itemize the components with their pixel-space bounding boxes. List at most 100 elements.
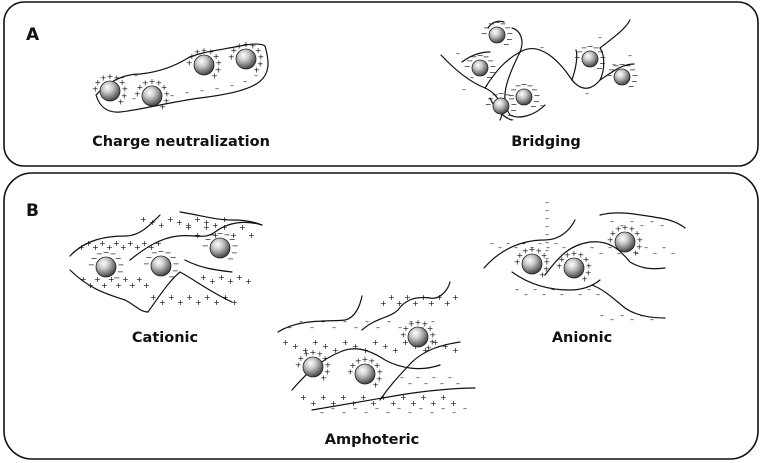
surface-charge: + [425, 344, 432, 353]
surface-charge: − [109, 250, 116, 259]
polymer-charge: + [159, 298, 166, 307]
polymer-charge: + [430, 399, 437, 408]
polymer-charge: + [236, 273, 243, 282]
surface-charge: − [504, 90, 511, 99]
polymer-charge: + [332, 346, 339, 355]
polymer-charge: – [545, 198, 549, 207]
polymer-charge: + [176, 218, 183, 227]
surface-charge: − [527, 81, 534, 90]
surface-charge: − [507, 111, 514, 120]
surface-charge: − [486, 73, 493, 82]
surface-charge: − [146, 253, 153, 262]
cationic-plus-charges: ++++++++++++++++++++++++++++++++++++++++… [78, 215, 255, 307]
surface-charge: − [606, 71, 613, 80]
surface-charge: + [615, 225, 622, 234]
bridging-minus-charges: –––––––––– [456, 33, 632, 124]
surface-charge: − [483, 52, 490, 61]
polymer-charge: – [545, 238, 549, 247]
surface-charge: − [227, 255, 234, 264]
surface-charge: − [91, 254, 98, 263]
polymer-charge: + [442, 342, 449, 351]
polymer-charge: – [660, 221, 664, 230]
cationic-polymer [69, 211, 263, 313]
surface-charge: + [100, 74, 107, 83]
particle-cationic-2: −−−−−−−−− [143, 247, 179, 282]
polymer-charge: – [610, 217, 614, 226]
surface-charge: − [576, 47, 583, 56]
polymer-charge: + [195, 298, 202, 307]
polymer-charge: + [194, 215, 201, 224]
surface-charge: + [121, 92, 128, 101]
surface-charge: + [320, 374, 327, 383]
polymer-charge: + [218, 273, 225, 282]
polymer-charge: + [432, 338, 439, 347]
polymer-charge: + [120, 243, 127, 252]
polymer-charge: – [441, 404, 445, 413]
polymer-charge: – [662, 243, 666, 252]
polymer-charge: – [364, 408, 368, 417]
anionic-minus-charges: ––––––––––––––––––––––––––––––––––––––––… [490, 198, 675, 324]
particle-bridging-3: −−−−−−−−− [485, 89, 517, 120]
surface-charge: + [134, 90, 141, 99]
polymer-charge: – [431, 317, 435, 326]
polymer-charge: + [200, 273, 207, 282]
surface-charge: − [466, 56, 473, 65]
polymer-charge: – [540, 101, 544, 110]
polymer-charge: – [644, 243, 648, 252]
surface-charge: − [205, 235, 212, 244]
surface-charge: + [253, 66, 260, 75]
polymer-charge: + [239, 223, 246, 232]
surface-charge: + [163, 97, 170, 106]
polymer-charge: – [671, 249, 675, 258]
surface-charge: − [599, 59, 606, 68]
surface-charge: + [577, 251, 584, 260]
polymer-charge: – [630, 217, 634, 226]
surface-charge: + [95, 78, 102, 87]
surface-charge: + [376, 368, 383, 377]
surface-charge: + [522, 247, 529, 256]
surface-charge: − [117, 268, 124, 277]
polymer-charge: + [310, 399, 317, 408]
polymer-charge: – [628, 51, 632, 60]
surface-charge: − [631, 71, 638, 80]
surface-charge: + [324, 368, 331, 377]
surface-charge: + [581, 275, 588, 284]
polymer-charge: + [85, 239, 92, 248]
surface-charge: − [164, 249, 171, 258]
polymer-charge: + [300, 393, 307, 402]
surface-charge: + [215, 59, 222, 68]
surface-charge: + [514, 258, 521, 267]
surface-charge: + [368, 357, 375, 366]
particle-amphoteric-3: +++++++++ [400, 318, 436, 353]
surface-charge: + [535, 247, 542, 256]
polymer-charge: – [320, 408, 324, 417]
polymer-charge: – [524, 290, 528, 299]
polymer-charge: – [254, 71, 258, 80]
polymer-charge: – [635, 249, 639, 258]
surface-charge: − [489, 62, 496, 71]
polymer-charge: + [127, 239, 134, 248]
polymer-charge: – [230, 81, 234, 90]
polymer-charge: + [444, 299, 451, 308]
polymer-charge: – [408, 408, 412, 417]
polymer-charge: + [245, 277, 252, 286]
polymer-charge: – [540, 43, 544, 52]
particle-charge-2: +++++++++ [134, 77, 170, 112]
surface-charge: + [583, 255, 590, 264]
polymer-charge: + [148, 243, 155, 252]
surface-charge: − [581, 43, 588, 52]
particle-cationic-1: −−−−−−−−− [88, 248, 124, 283]
polymer-charge: – [258, 59, 262, 68]
polymer-charge: + [350, 399, 357, 408]
polymer-charge: + [122, 275, 129, 284]
surface-charge: + [408, 320, 415, 329]
polymer-charge: – [585, 89, 589, 98]
surface-charge: − [574, 53, 581, 62]
panel-a: A –––––––––––––– Charge neutralization –… [3, 1, 759, 167]
polymer-charge: – [321, 317, 325, 326]
polymer-charge: + [115, 281, 122, 290]
polymer-charge: + [248, 231, 255, 240]
panel-b-letter: B [26, 201, 39, 221]
surface-charge: + [374, 361, 381, 370]
surface-charge: + [215, 66, 222, 75]
